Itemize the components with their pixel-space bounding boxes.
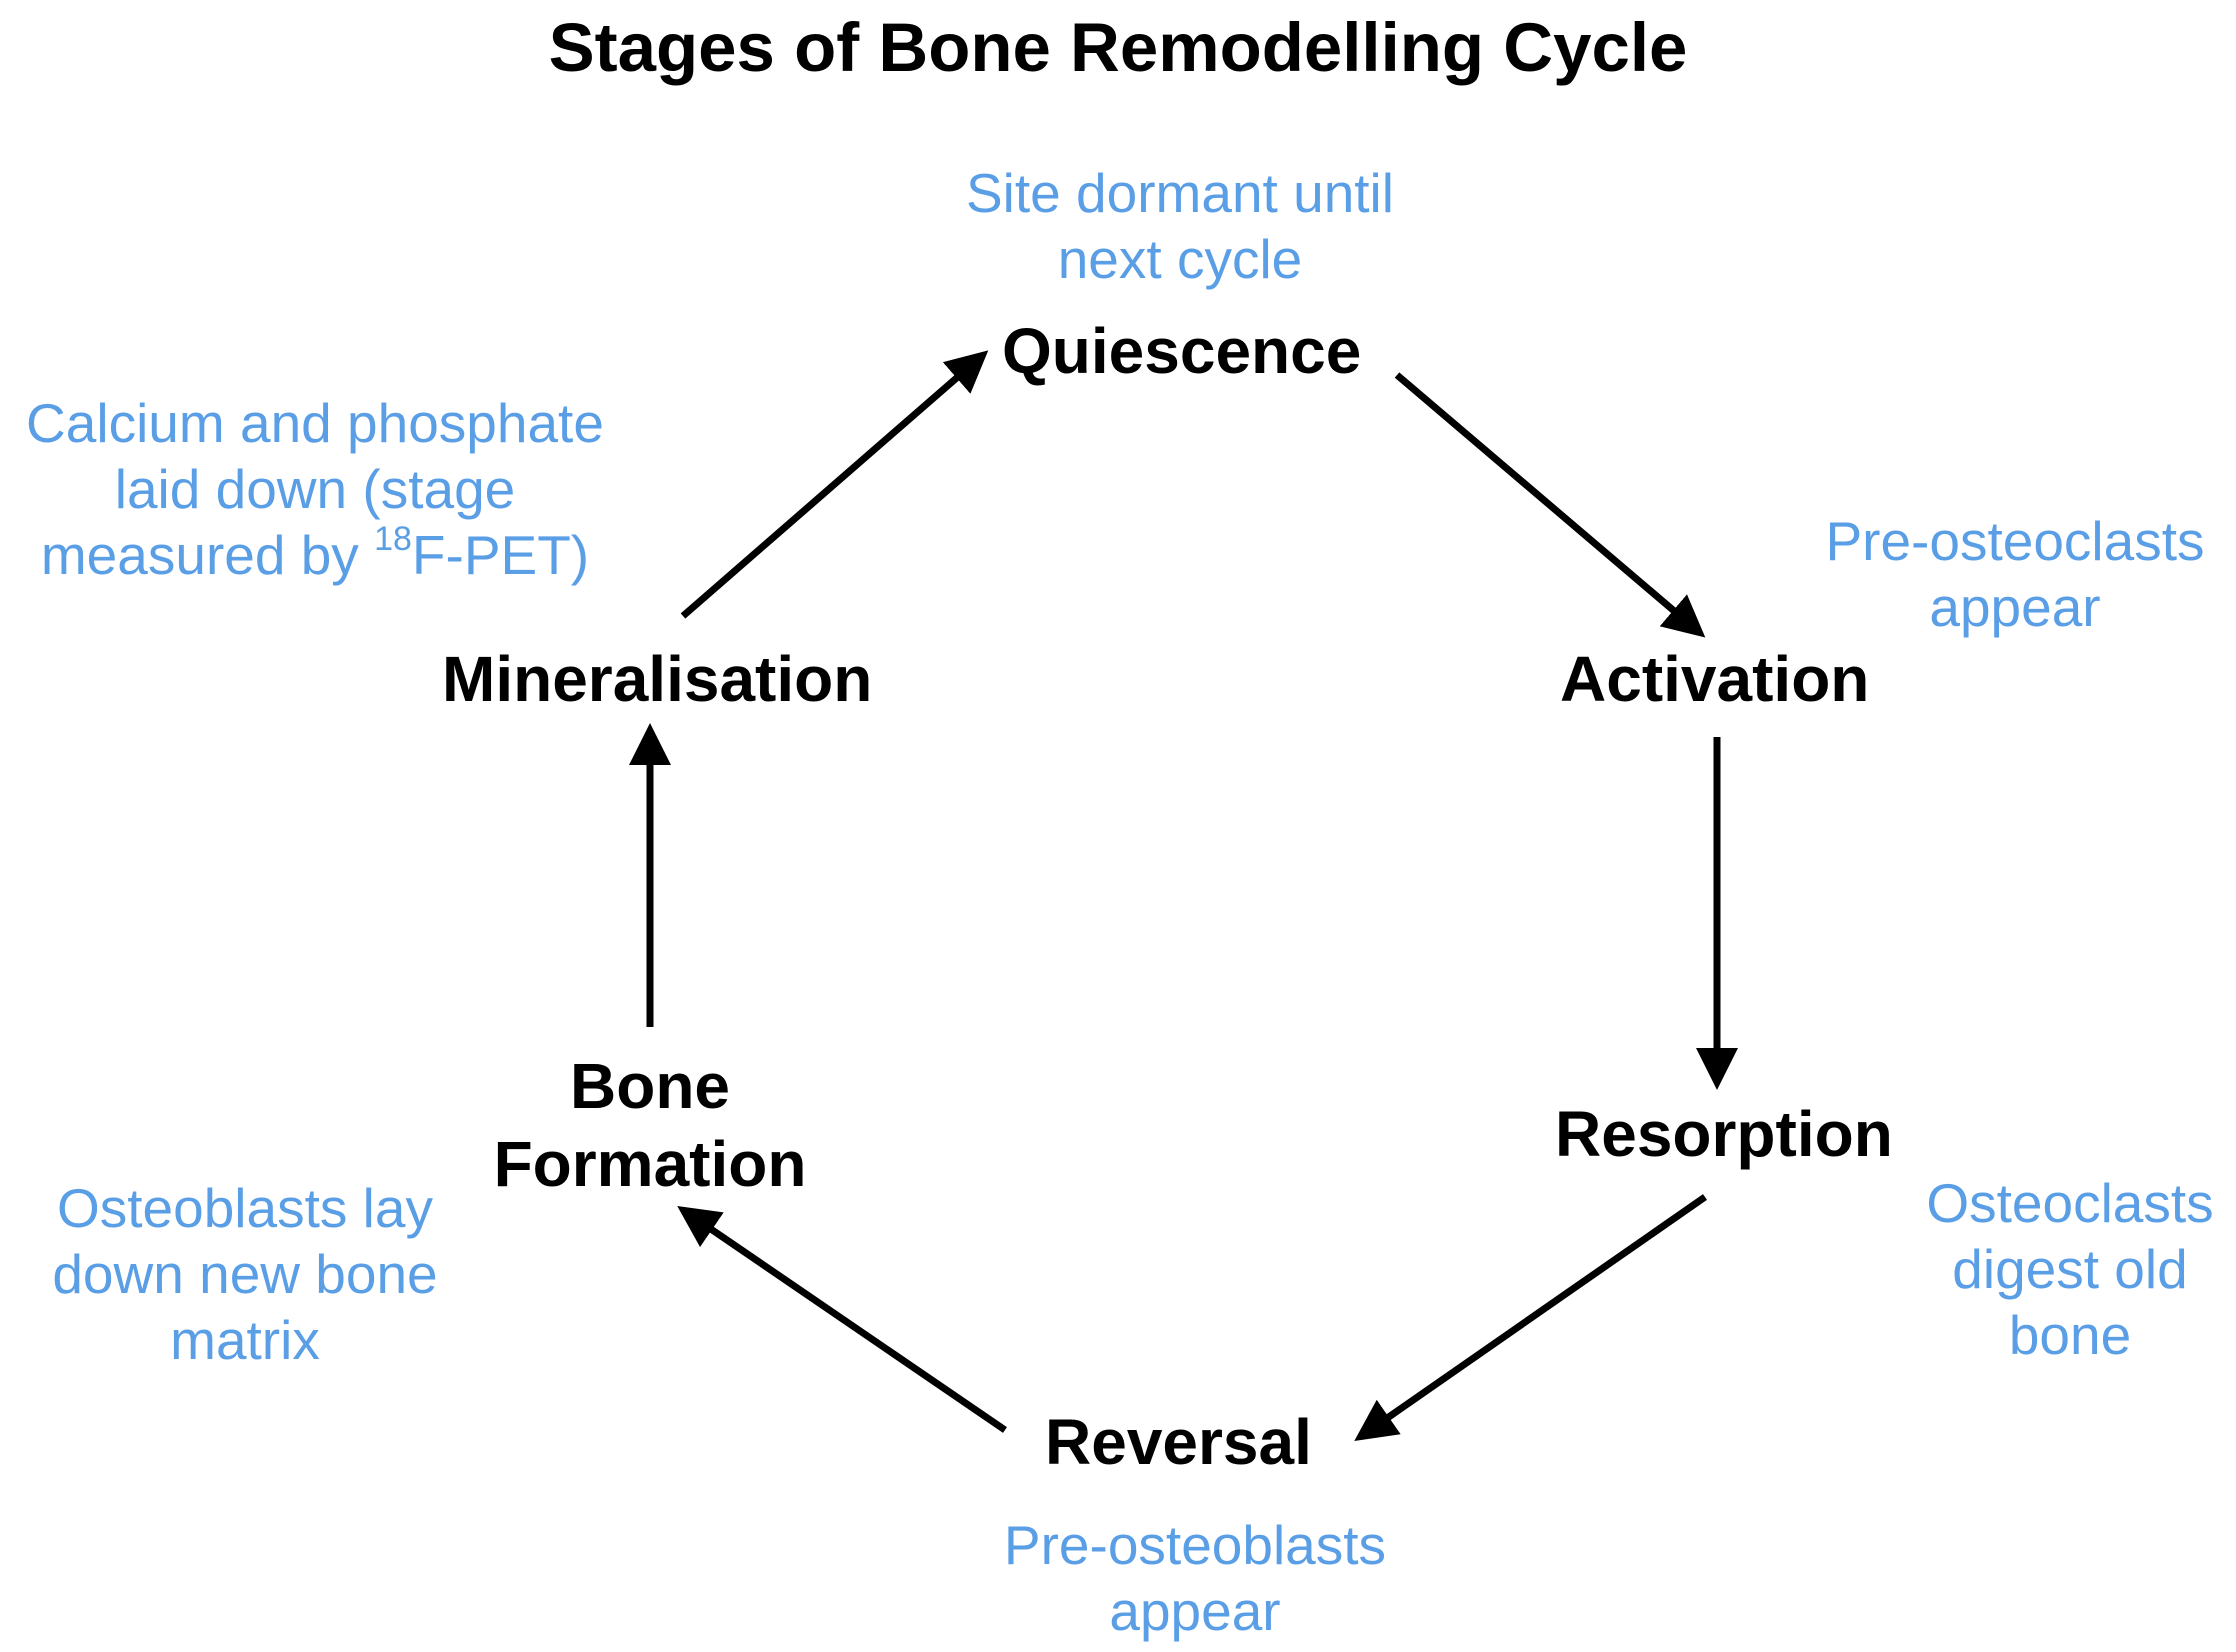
note-resorption-line-3: bone	[2008, 1304, 2132, 1366]
note-activation: Pre-osteoclasts appear	[1800, 508, 2230, 640]
stage-bone-formation: Bone Formation	[470, 1047, 830, 1203]
note-mineralisation-measured-by: measured by	[40, 524, 375, 586]
note-mineralisation-line-1: Calcium and phosphate	[26, 392, 604, 454]
stage-bone-formation-line-2: Formation	[493, 1128, 807, 1200]
stage-resorption: Resorption	[1555, 1098, 1893, 1170]
arrow-quiescence-to-activation	[1394, 372, 1706, 638]
stage-quiescence: Quiescence	[1002, 315, 1362, 387]
note-mineralisation: Calcium and phosphate laid down (stage m…	[0, 390, 630, 588]
note-bone-formation-line-2: down new bone	[52, 1243, 438, 1305]
arrow-resorption-to-reversal	[1354, 1194, 1707, 1441]
note-bone-formation-line-3: matrix	[170, 1309, 320, 1371]
stage-bone-formation-line-1: Bone	[570, 1050, 730, 1122]
arrow-mineralisation-to-quiescence	[680, 350, 989, 619]
note-bone-formation-line-1: Osteoblasts lay	[56, 1177, 433, 1239]
arrow-reversal-to-bone-formation	[677, 1206, 1007, 1433]
note-quiescence-line-2: next cycle	[1057, 228, 1303, 290]
note-reversal-line-2: appear	[1109, 1580, 1281, 1642]
isotope-superscript: 18	[374, 520, 412, 558]
note-resorption-line-1: Osteoclasts	[1926, 1172, 2214, 1234]
diagram-title: Stages of Bone Remodelling Cycle	[548, 9, 1688, 86]
note-bone-formation: Osteoblasts lay down new bone matrix	[20, 1175, 470, 1373]
note-resorption: Osteoclasts digest old bone	[1900, 1170, 2236, 1368]
stage-mineralisation: Mineralisation	[442, 643, 873, 715]
note-reversal-line-1: Pre-osteoblasts	[1003, 1514, 1387, 1576]
note-resorption-line-2: digest old	[1952, 1238, 2188, 1300]
note-mineralisation-line-3: measured by 18F-PET)	[0, 522, 630, 588]
note-quiescence: Site dormant until next cycle	[900, 160, 1460, 292]
stage-activation: Activation	[1560, 643, 1870, 715]
note-quiescence-line-1: Site dormant until	[966, 162, 1394, 224]
note-reversal: Pre-osteoblasts appear	[950, 1512, 1440, 1644]
note-mineralisation-pet: F-PET)	[411, 524, 590, 586]
stage-reversal: Reversal	[1045, 1406, 1312, 1478]
note-activation-line-1: Pre-osteoclasts	[1825, 510, 2205, 572]
note-mineralisation-line-2: laid down (stage	[114, 458, 516, 520]
note-activation-line-2: appear	[1929, 576, 2101, 638]
